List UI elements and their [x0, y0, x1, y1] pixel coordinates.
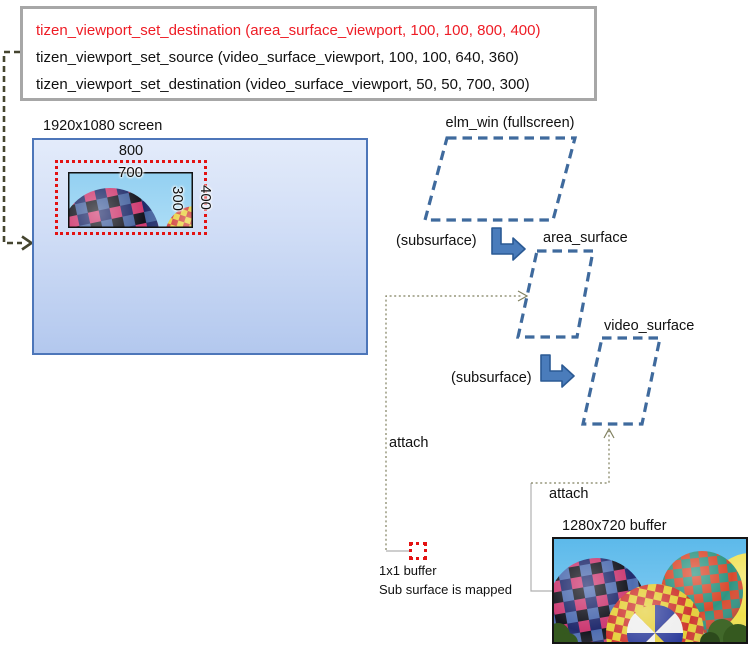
subsurface-elbow-arrow-icon-2: [540, 354, 575, 388]
area-surface-label: area_surface: [543, 230, 628, 246]
large-buffer-image: [552, 537, 748, 644]
subsurface-label-2: (subsurface): [451, 370, 532, 386]
attach-line-large-buffer-dotted: [531, 431, 610, 484]
code-to-screen-arrowhead-icon: [21, 235, 34, 251]
attach-arrowhead-video-icon: [603, 427, 615, 439]
area-height-label: 400: [197, 185, 214, 211]
one-by-one-buffer-dotted-rect: [409, 542, 427, 560]
subsurface-label-1: (subsurface): [396, 233, 477, 249]
code-line-3: tizen_viewport_set_destination (video_su…: [36, 76, 530, 93]
small-buffer-caption: Sub surface is mapped: [379, 582, 512, 597]
code-line-2: tizen_viewport_set_source (video_surface…: [36, 49, 519, 66]
code-line-1: tizen_viewport_set_destination (area_sur…: [36, 22, 541, 39]
attach-label-1: attach: [389, 435, 429, 451]
video-surface-label: video_surface: [604, 318, 695, 334]
area-surface-shape: [516, 249, 595, 339]
trees: [552, 619, 748, 644]
attach-arrowhead-area-icon: [517, 290, 529, 302]
screen-title: 1920x1080 screen: [43, 118, 163, 134]
screen-video-thumbnail: [68, 172, 193, 228]
attach-line-small-buffer: [385, 295, 523, 550]
viewport-code-box: tizen_viewport_set_destination (area_sur…: [20, 6, 597, 101]
attach-label-2: attach: [549, 486, 589, 502]
area-viewport-dotted-rect: [55, 160, 207, 235]
subsurface-elbow-arrow-icon-1: [491, 227, 526, 261]
video-surface-shape: [581, 336, 662, 426]
area-width-label: 800: [118, 143, 144, 159]
elm-win-surface-shape: [422, 136, 578, 222]
elm-win-label: elm_win (fullscreen): [445, 115, 575, 131]
large-buffer-label: 1280x720 buffer: [562, 518, 667, 534]
video-width-label: 700: [117, 164, 144, 181]
video-height-label: 300: [169, 186, 186, 212]
small-buffer-label: 1x1 buffer: [379, 563, 437, 578]
